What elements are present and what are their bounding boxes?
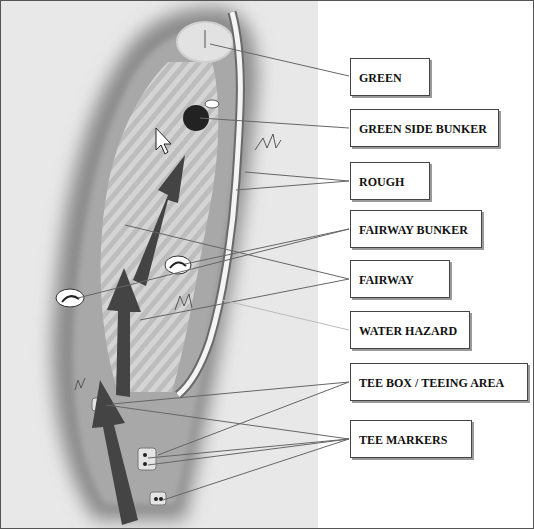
part-label: TEE MARKERS bbox=[359, 433, 447, 447]
part-label: WATER HAZARD bbox=[359, 324, 457, 338]
part-label: ROUGH bbox=[359, 175, 404, 189]
tee-box bbox=[138, 448, 156, 470]
rough bbox=[52, 8, 257, 520]
label-box: TEE MARKERS bbox=[350, 420, 472, 458]
label-box: GREEN bbox=[350, 58, 430, 96]
water-hazard bbox=[178, 12, 240, 395]
play-arrows bbox=[92, 155, 185, 525]
label-box: FAIRWAY bbox=[350, 260, 450, 298]
part-label: FAIRWAY bbox=[359, 273, 414, 287]
leader-lines bbox=[78, 44, 349, 500]
mouse-cursor bbox=[156, 128, 171, 154]
part-label: GREEN SIDE BUNKER bbox=[359, 122, 487, 136]
fairway-bunker bbox=[165, 256, 191, 274]
tee-box bbox=[150, 492, 166, 505]
label-box: WATER HAZARD bbox=[350, 311, 470, 349]
label-box: ROUGH bbox=[350, 162, 430, 200]
part-label: TEE BOX / TEEING AREA bbox=[359, 376, 504, 390]
green bbox=[177, 22, 233, 62]
rough-inner bbox=[73, 28, 242, 505]
label-box: FAIRWAY BUNKER bbox=[350, 210, 482, 248]
label-box: TEE BOX / TEEING AREA bbox=[350, 363, 528, 401]
part-label: GREEN bbox=[359, 71, 402, 85]
part-label: FAIRWAY BUNKER bbox=[359, 223, 468, 237]
label-box: GREEN SIDE BUNKER bbox=[350, 109, 499, 147]
water-hazard-bank bbox=[178, 12, 240, 395]
